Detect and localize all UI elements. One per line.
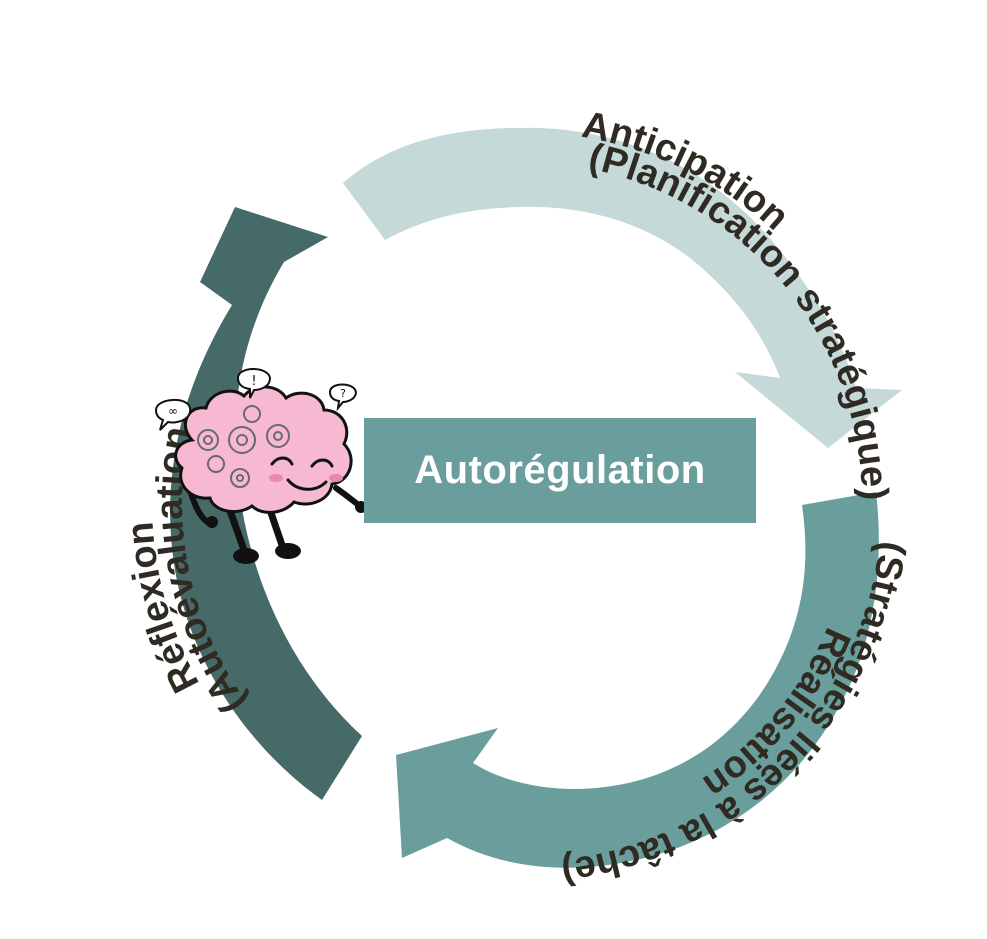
svg-text:?: ? [340,387,346,400]
arrow-realisation [396,492,879,868]
thought-bubble-exclaim: ! [236,368,272,399]
center-box: Autorégulation [364,418,756,523]
svg-text:!: ! [251,374,256,389]
arrow-reflexion [170,207,362,800]
arrow-anticipation [343,127,902,448]
center-title: Autorégulation [414,448,706,492]
brain-mascot-icon: ∞ ! ? [154,368,367,564]
svg-text:∞: ∞ [168,404,178,418]
thought-bubble-infinity: ∞ [154,399,192,431]
thought-bubble-question: ? [328,383,358,412]
